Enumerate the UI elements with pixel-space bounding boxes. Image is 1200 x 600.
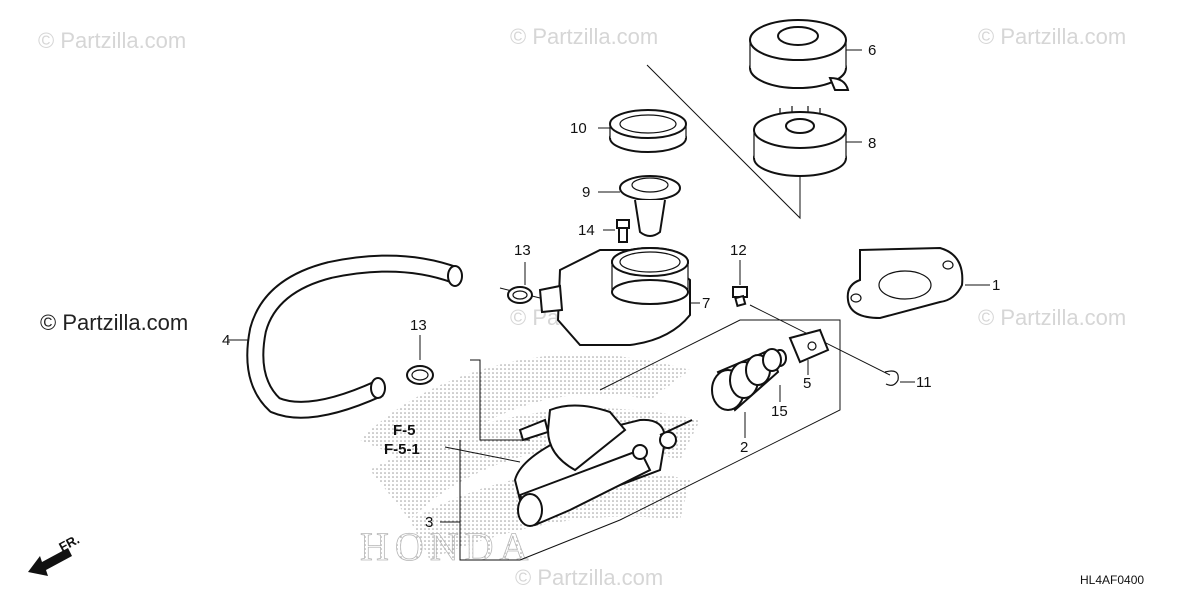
cap-plate bbox=[753, 106, 847, 177]
callout-11: 11 bbox=[916, 374, 932, 391]
hose-clip-upper bbox=[507, 286, 533, 304]
callout-3: 3 bbox=[425, 514, 433, 531]
callout-9: 9 bbox=[582, 184, 590, 201]
watermark: © Partzilla.com bbox=[510, 24, 658, 49]
front-indicator-label: FR. bbox=[56, 532, 82, 555]
honda-logo-text: HONDA bbox=[360, 524, 534, 569]
boot bbox=[711, 348, 782, 412]
hose-clip-lower bbox=[406, 365, 434, 385]
callout-5: 5 bbox=[803, 375, 811, 392]
reference-f5: F-5 bbox=[393, 422, 416, 439]
callout-7: 7 bbox=[702, 295, 710, 312]
reference-labels: F-5 F-5-1 bbox=[384, 422, 420, 458]
callouts: 6 8 10 9 14 13 7 12 1 11 5 15 2 13 4 3 bbox=[222, 42, 1000, 531]
hose bbox=[246, 254, 463, 419]
watermark: © Partzilla.com bbox=[978, 24, 1126, 49]
clip bbox=[884, 370, 899, 386]
watermark-main: © Partzilla.com bbox=[40, 310, 188, 335]
callout-13-lower: 13 bbox=[410, 317, 427, 334]
diagram-code: HL4AF0400 bbox=[1080, 573, 1144, 587]
watermark: © Partzilla.com bbox=[978, 305, 1126, 330]
front-arrow-icon: FR. bbox=[28, 532, 82, 576]
reservoir bbox=[538, 247, 691, 346]
screw bbox=[616, 219, 630, 243]
holder bbox=[788, 328, 830, 364]
reference-f5-1: F-5-1 bbox=[384, 441, 420, 458]
callout-6: 6 bbox=[868, 42, 876, 59]
callout-1: 1 bbox=[992, 277, 1000, 294]
callout-13-upper: 13 bbox=[514, 242, 531, 259]
diaphragm-ring bbox=[609, 109, 687, 153]
callout-10: 10 bbox=[570, 120, 587, 137]
callout-12: 12 bbox=[730, 242, 747, 259]
watermark: © Partzilla.com bbox=[515, 565, 663, 590]
bolt bbox=[732, 286, 748, 308]
callout-4: 4 bbox=[222, 332, 230, 349]
reservoir-cap bbox=[749, 19, 850, 91]
master-cylinder bbox=[513, 404, 693, 527]
joint bbox=[846, 246, 964, 320]
watermark: © Partzilla.com bbox=[38, 28, 186, 53]
callout-2: 2 bbox=[740, 439, 748, 456]
callout-15: 15 bbox=[771, 403, 788, 420]
callout-14: 14 bbox=[578, 222, 595, 239]
callout-8: 8 bbox=[868, 135, 876, 152]
float-plate bbox=[619, 175, 681, 237]
